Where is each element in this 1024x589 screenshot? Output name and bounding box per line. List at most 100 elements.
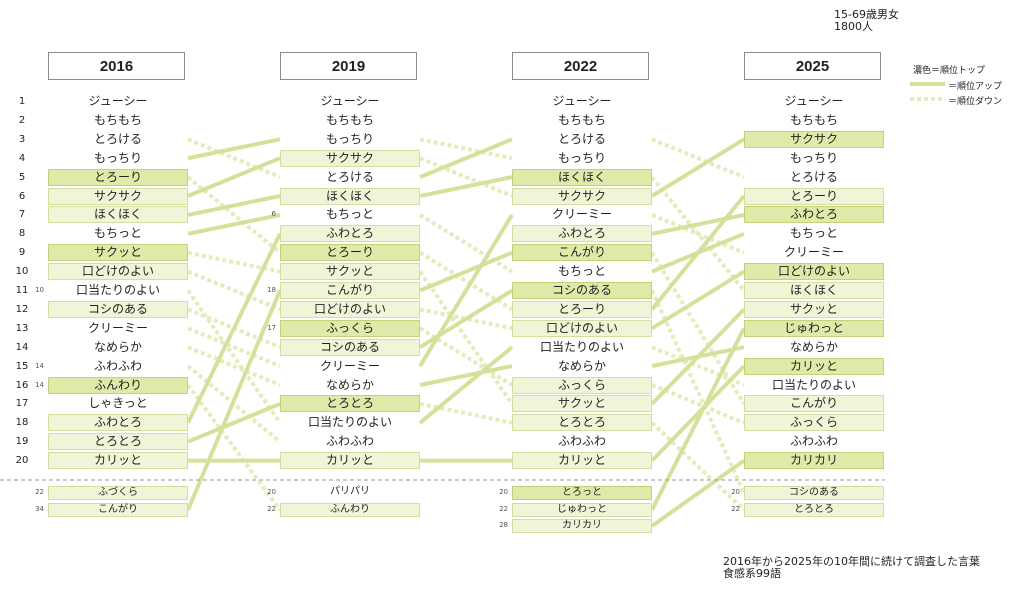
rank-cell: ほくほく — [48, 206, 188, 224]
out-of-rank-cell: とろっと — [512, 486, 652, 500]
rank-cell: ジューシー — [320, 94, 380, 108]
rank-cell: もっちり — [93, 150, 142, 165]
connector-line — [186, 289, 282, 424]
rank-number: 14 — [15, 341, 29, 353]
connector-line — [419, 401, 513, 425]
rank-cell: クリーミー — [87, 320, 148, 335]
rank-cell: もちっと — [557, 264, 606, 279]
rank-cell: カリッと — [512, 452, 652, 470]
rank-cell: ふっくら — [280, 319, 420, 337]
connector-line — [419, 250, 513, 293]
rank-number: 8 — [18, 228, 26, 240]
rank-cell: ふわふわ — [93, 358, 142, 373]
rank-cell: こんがり — [280, 282, 420, 299]
rank-cell: ほくほく — [280, 187, 420, 205]
out-of-rank-cell: じゅわっと — [512, 503, 652, 517]
connector-line — [418, 345, 514, 425]
connector-line — [419, 364, 513, 387]
connector-line — [418, 270, 514, 406]
rank-cell: コシのある — [512, 282, 652, 299]
out-of-rank-cell: パリパリ — [330, 486, 370, 497]
connector-line — [419, 156, 513, 198]
rank-cell: 口どけのよい — [744, 263, 884, 281]
rank-cell: とろける — [325, 169, 374, 184]
rank-cell: もちっと — [789, 226, 838, 241]
rank-cell: ジューシー — [552, 94, 612, 108]
rank-number: 6 — [18, 190, 26, 202]
rank-cell: とろーり — [512, 300, 652, 318]
rank-cell: コシのある — [280, 338, 420, 356]
rank-cell: サクッと — [280, 263, 420, 281]
rank-cell: とろーり — [744, 187, 884, 205]
connector-line — [186, 232, 282, 424]
rank-cell: もちっと — [325, 207, 374, 222]
rank-cell: しゃきっと — [88, 396, 148, 411]
rank-cell: カリッと — [744, 357, 884, 375]
legend-up: ＝順位アップ — [948, 82, 1003, 92]
out-of-rank-number: 22 — [499, 505, 508, 513]
rank-cell: とろとろ — [280, 395, 420, 413]
year-header-2022: 2022 — [512, 52, 649, 80]
previous-rank: 17 — [267, 323, 276, 332]
rank-cell: もちもち — [557, 112, 606, 127]
rank-cell: もちもち — [789, 112, 838, 127]
rank-cell: 口どけのよい — [512, 319, 652, 337]
out-of-rank-number: 22 — [35, 488, 44, 496]
connector-line — [650, 251, 746, 405]
rank-number: 13 — [15, 322, 29, 334]
rank-cell: もっちり — [789, 150, 838, 165]
out-of-rank-cell: こんがり — [48, 503, 188, 517]
connector-line — [187, 269, 281, 312]
sample-note: 15-69歳男女 1800人 — [834, 9, 899, 33]
out-of-rank-cell: ふんわり — [280, 503, 420, 517]
connector-line — [650, 269, 746, 331]
rank-cell: サクッと — [744, 300, 884, 318]
connector-line — [187, 402, 281, 444]
rank-cell: コシのある — [48, 300, 188, 318]
out-of-rank-number: 20 — [731, 488, 740, 496]
rank-cell: もちっと — [93, 226, 142, 241]
rank-cell: カリッと — [48, 452, 188, 470]
rank-cell: ふっくら — [512, 376, 652, 394]
out-of-rank-number: 34 — [35, 505, 44, 513]
connector-line — [186, 383, 282, 512]
rank-cell: もっちり — [325, 131, 374, 146]
rank-cell: ジューシー — [784, 94, 844, 108]
rank-cell: 口当たりのよい — [307, 415, 392, 430]
rank-cell: とろける — [557, 131, 606, 146]
rank-number: 1 — [18, 96, 26, 107]
rank-number: 15 — [15, 360, 29, 372]
rank-cell: ふわふわ — [325, 434, 374, 449]
rank-cell: ほくほく — [744, 282, 884, 299]
connector-line — [650, 421, 746, 512]
rank-cell: もちもち — [325, 112, 374, 127]
rank-cell: ほくほく — [512, 168, 652, 186]
rank-cell: とろとろ — [512, 414, 652, 432]
rank-cell: 口当たりのよい — [771, 377, 856, 392]
rank-cell: ふわとろ — [280, 225, 420, 243]
rank-cell: なめらか — [789, 339, 838, 354]
rank-cell: こんがり — [512, 244, 652, 262]
connector-line — [419, 307, 513, 331]
rank-cell: サクッと — [48, 244, 188, 262]
rank-cell: 口当たりのよい — [539, 339, 624, 354]
connector-line — [650, 137, 746, 198]
rank-number: 5 — [18, 171, 26, 183]
rank-number: 17 — [15, 398, 29, 410]
connector-line — [419, 137, 513, 161]
connector-line — [187, 212, 281, 236]
out-of-rank-cell: コシのある — [744, 486, 884, 500]
connector-line — [418, 288, 514, 349]
rank-cell: クリーミー — [551, 207, 612, 222]
out-of-rank-number: 20 — [267, 488, 276, 496]
legend-down: ＝順位ダウン — [948, 97, 1003, 107]
connector-line — [419, 175, 513, 198]
rank-cell: こんがり — [744, 395, 884, 413]
rank-cell: 口どけのよい — [280, 300, 420, 318]
rank-cell: サクサク — [48, 187, 188, 205]
connector-line — [651, 345, 745, 387]
rank-cell: カリカリ — [744, 452, 884, 470]
connector-line — [186, 175, 282, 255]
previous-rank: 18 — [267, 286, 276, 294]
